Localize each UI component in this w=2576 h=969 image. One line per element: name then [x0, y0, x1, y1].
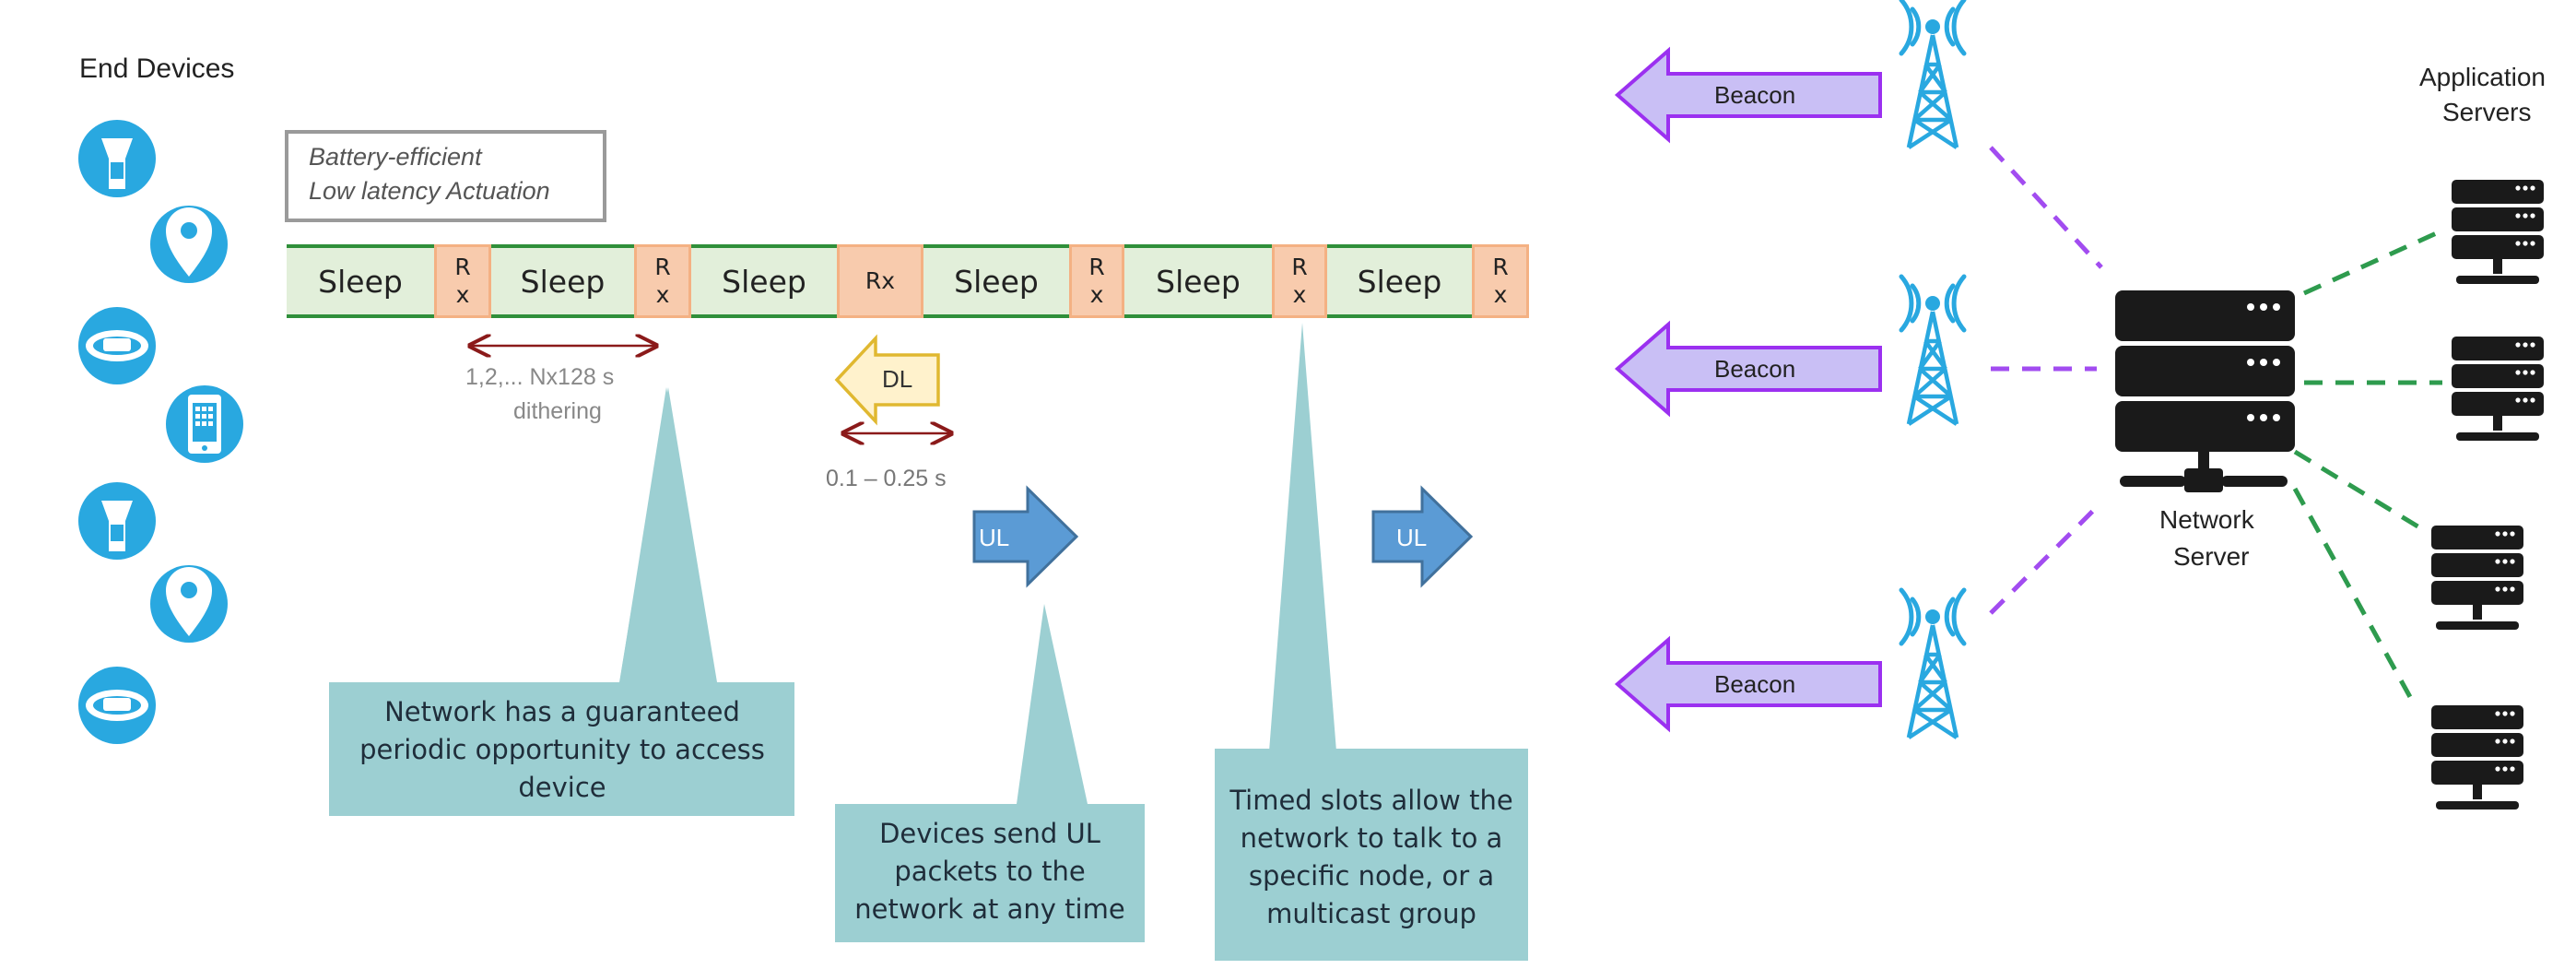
legend-line2: Low latency Actuation	[309, 177, 550, 205]
timeline-sleep-slot: Sleep	[691, 244, 837, 318]
beacon-arrow-1-shape	[1614, 46, 1882, 144]
callout-network-access-text: Network has a guaranteed periodic opport…	[359, 696, 765, 803]
beacon-label: Beacon	[1714, 670, 1796, 698]
green-links	[2292, 228, 2444, 707]
timeline-sleep-slot: Sleep	[287, 244, 434, 318]
application-server-icon	[2452, 180, 2544, 284]
beacon-arrow-2-shape	[1614, 320, 1882, 418]
callout-timed-slots-box	[1215, 749, 1528, 961]
application-servers-label-line2: Servers	[2442, 98, 2532, 126]
callout-uplink-box	[835, 804, 1145, 942]
wristband-icon	[78, 667, 156, 744]
ul-arrow-2-shape	[1371, 485, 1474, 588]
beacon-arrow-3-shape	[1614, 635, 1882, 733]
network-server-icon	[2115, 290, 2295, 492]
ul-arrow-label: UL	[979, 524, 1010, 551]
callout-uplink-pointer	[1017, 604, 1088, 804]
flashlight-icon	[78, 120, 156, 197]
application-server-icon	[2431, 526, 2523, 630]
dithering-label-line1: 1,2,... Nx128 s	[465, 364, 615, 390]
callout-timed-slots-pointer	[1269, 323, 1336, 751]
beacon-label: Beacon	[1714, 355, 1796, 383]
legend-line1: Battery-efficient	[309, 143, 482, 171]
callout-network-access-box	[329, 682, 794, 816]
timeline-sleep-slot: Sleep	[923, 244, 1069, 318]
end-devices-label: End Devices	[79, 53, 235, 84]
legend-box	[285, 130, 606, 222]
flashlight-icon	[78, 482, 156, 560]
application-server-icon	[2452, 337, 2544, 441]
callout-timed-slots-text: Timed slots allow the network to talk to…	[1229, 785, 1513, 929]
end-devices-column	[78, 120, 243, 744]
tower-icon	[1901, 590, 1964, 738]
dl-window-label: 0.1 – 0.25 s	[826, 466, 947, 491]
ul-arrow-1-shape	[972, 485, 1079, 588]
application-servers-label-line1: Application	[2419, 63, 2546, 91]
dithering-label-line2: dithering	[513, 398, 602, 424]
callout-network-access-pointer	[619, 387, 717, 684]
location-pin-icon	[150, 565, 228, 643]
tower-icon	[1901, 277, 1964, 424]
tower-icon	[1901, 0, 1964, 148]
network-server-label-line2: Server	[2173, 542, 2250, 571]
phone-icon	[166, 385, 243, 463]
callout-uplink-text: Devices send UL packets to the network a…	[854, 818, 1125, 925]
purple-links	[1989, 146, 2103, 615]
timeline-rx-slot: Rx	[837, 244, 923, 318]
network-server-label-line1: Network	[2159, 505, 2254, 534]
application-server-icon	[2431, 705, 2523, 809]
location-pin-icon	[150, 206, 228, 283]
timeline-sleep-slot: Sleep	[1124, 244, 1272, 318]
timeline-sleep-slot: Sleep	[1327, 244, 1472, 318]
dl-arrow-label: DL	[882, 365, 913, 393]
beacon-label: Beacon	[1714, 81, 1796, 109]
wristband-icon	[78, 307, 156, 384]
ul-arrow-label: UL	[1396, 524, 1428, 551]
timeline-sleep-slot: Sleep	[491, 244, 634, 318]
dl-arrow-shape	[834, 334, 940, 426]
